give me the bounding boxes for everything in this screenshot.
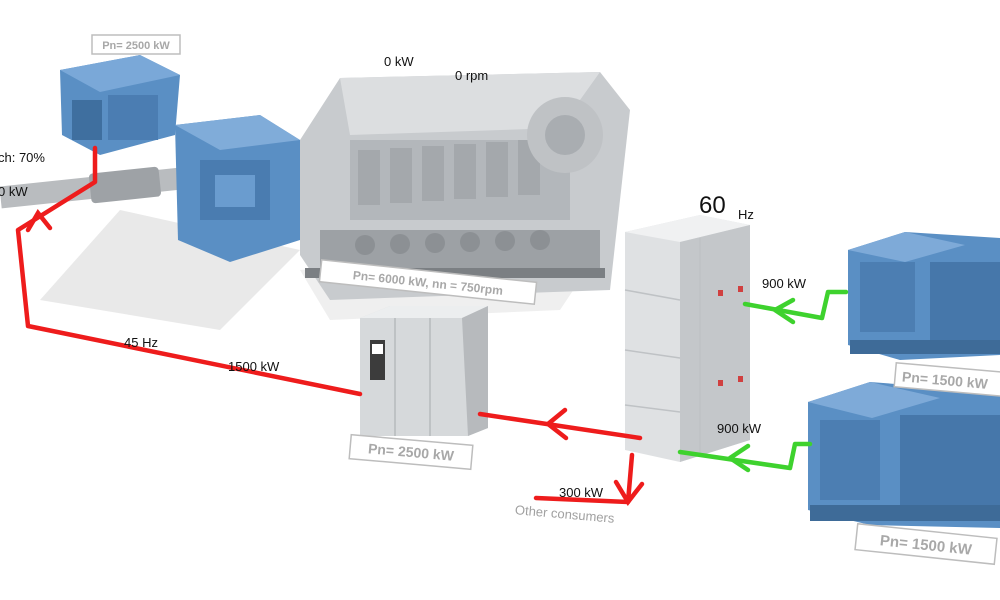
propulsion-power-label: 0 kW xyxy=(0,184,28,199)
motor-rating-box: Pn= 2500 kW xyxy=(91,34,181,55)
generator-line-1 xyxy=(742,289,849,325)
gen1-rating-text: Pn= 1500 kW xyxy=(901,368,989,392)
switchboard xyxy=(624,215,750,462)
motor-rating-text: Pn= 2500 kW xyxy=(102,40,170,52)
gen1-rating-box: Pn= 1500 kW xyxy=(893,362,1000,398)
converter-rating-text: Pn= 2500 kW xyxy=(367,440,455,464)
shaft-motor xyxy=(60,55,180,155)
generator-set-1 xyxy=(848,232,1000,360)
shaft-power-label: 1500 kW xyxy=(228,359,280,374)
gen2-power-label: 900 kW xyxy=(717,421,762,436)
bus-frequency-unit: Hz xyxy=(738,207,754,222)
power-flow-line xyxy=(15,145,643,505)
engine-speed-label: 0 rpm xyxy=(455,68,488,83)
power-flow-arrows xyxy=(25,209,645,506)
shaft-frequency-label: 45 Hz xyxy=(124,335,158,350)
generator-set-2 xyxy=(808,382,1000,528)
main-engine xyxy=(300,72,630,300)
bus-frequency-value: 60 xyxy=(699,192,726,219)
gearbox xyxy=(175,115,300,262)
gen1-power-label: 900 kW xyxy=(762,276,807,291)
engine-power-label: 0 kW xyxy=(384,54,414,69)
consumer-power-label: 300 kW xyxy=(559,485,604,500)
propeller-shaft xyxy=(0,165,201,209)
pitch-label: ch: 70% xyxy=(0,150,45,165)
gen2-rating-box: Pn= 1500 kW xyxy=(854,522,998,566)
frequency-converter xyxy=(360,306,488,436)
arrow-north xyxy=(25,209,53,233)
converter-rating-box: Pn= 2500 kW xyxy=(348,433,474,471)
other-consumers-label: Other consumers xyxy=(514,502,615,526)
generator-line-2 xyxy=(677,441,813,473)
arrow-west xyxy=(544,407,569,441)
arrow-south xyxy=(613,479,645,506)
